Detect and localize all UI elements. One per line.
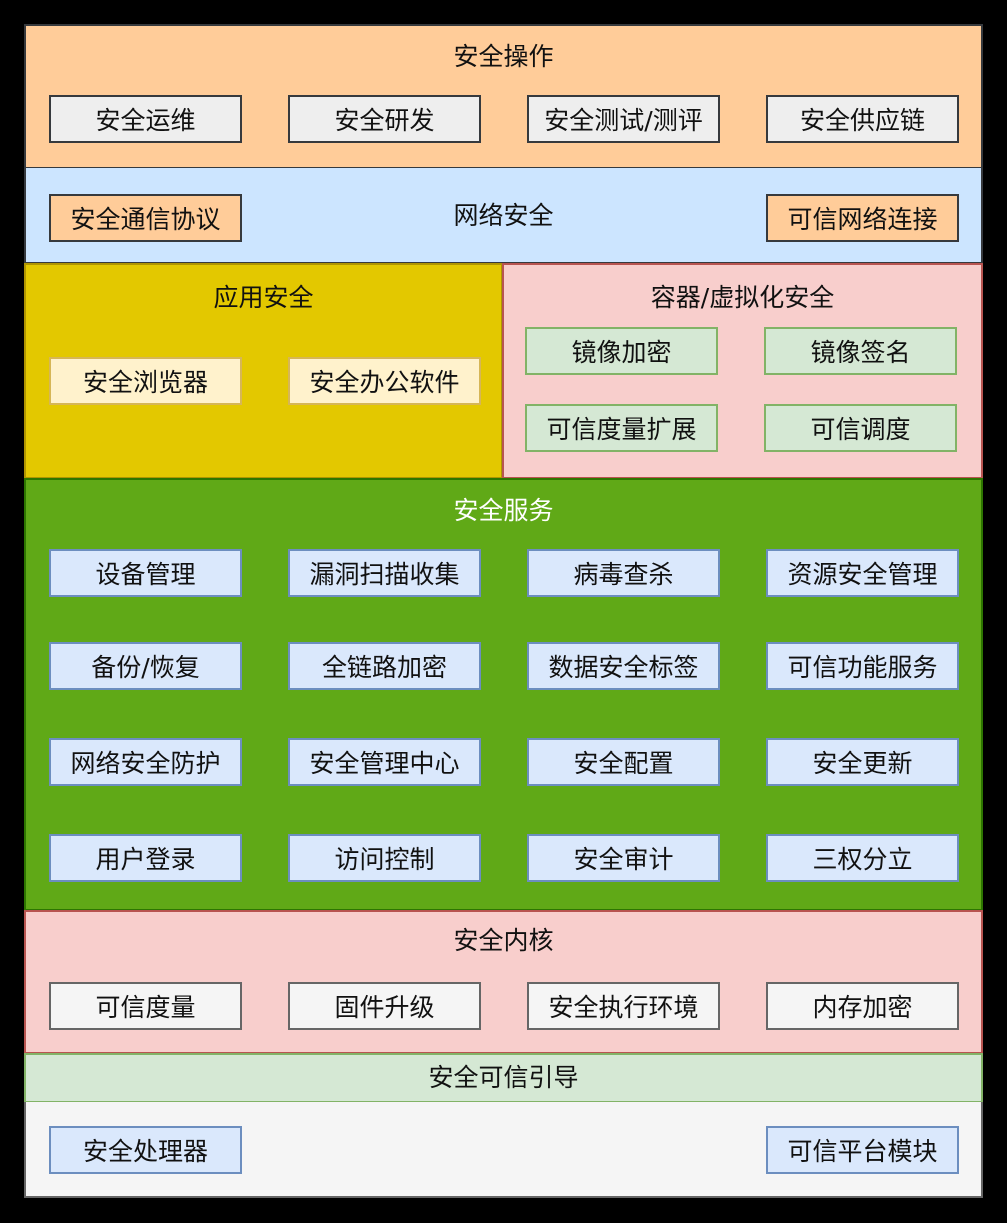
item-trusted-network-connect: 可信网络连接 — [766, 194, 959, 242]
item-antivirus: 病毒查杀 — [527, 549, 720, 597]
item-device-mgmt: 设备管理 — [49, 549, 242, 597]
item-user-login: 用户登录 — [49, 834, 242, 882]
item-backup-restore: 备份/恢复 — [49, 642, 242, 690]
item-image-encryption: 镜像加密 — [525, 327, 718, 375]
item-secure-comm-protocol: 安全通信协议 — [49, 194, 242, 242]
item-trusted-measure-ext: 可信度量扩展 — [525, 404, 718, 452]
item-memory-encryption: 内存加密 — [766, 982, 959, 1030]
layer-title: 网络安全 — [453, 201, 554, 230]
item-vuln-scan: 漏洞扫描收集 — [288, 549, 481, 597]
item-security-ops: 安全运维 — [49, 95, 242, 143]
item-tpm: 可信平台模块 — [766, 1126, 959, 1174]
layer-title: 应用安全 — [213, 283, 314, 312]
layer-container-security: 容器/虚拟化安全 镜像加密 镜像签名 可信度量扩展 可信调度 — [502, 263, 983, 479]
layer-secure-boot: 安全可信引导 — [24, 1053, 983, 1103]
item-firmware-upgrade: 固件升级 — [288, 982, 481, 1030]
item-secure-browser: 安全浏览器 — [49, 357, 242, 405]
item-network-protection: 网络安全防护 — [49, 738, 242, 786]
item-secure-processor: 安全处理器 — [49, 1126, 242, 1174]
item-mgmt-center: 安全管理中心 — [288, 738, 481, 786]
item-access-control: 访问控制 — [288, 834, 481, 882]
item-trusted-measurement: 可信度量 — [49, 982, 242, 1030]
item-e2e-encryption: 全链路加密 — [288, 642, 481, 690]
layer-title: 安全内核 — [453, 926, 554, 955]
layer-security-services: 安全服务 设备管理 漏洞扫描收集 病毒查杀 资源安全管理 备份/恢复 全链路加密… — [24, 478, 983, 911]
security-architecture-diagram: 安全操作 安全运维 安全研发 安全测试/测评 安全供应链 网络安全 安全通信协议… — [24, 24, 983, 1198]
layer-title: 容器/虚拟化安全 — [650, 283, 835, 312]
layer-security-operations: 安全操作 安全运维 安全研发 安全测试/测评 安全供应链 — [24, 24, 983, 169]
layer-title: 安全可信引导 — [428, 1063, 579, 1092]
item-tee: 安全执行环境 — [527, 982, 720, 1030]
item-security-rd: 安全研发 — [288, 95, 481, 143]
item-security-audit: 安全审计 — [527, 834, 720, 882]
item-security-config: 安全配置 — [527, 738, 720, 786]
item-image-signing: 镜像签名 — [764, 327, 957, 375]
layer-hardware: 安全处理器 可信平台模块 — [24, 1102, 983, 1198]
item-security-testing: 安全测试/测评 — [527, 95, 720, 143]
layer-application-security: 应用安全 安全浏览器 安全办公软件 — [24, 263, 503, 479]
layer-security-kernel: 安全内核 可信度量 固件升级 安全执行环境 内存加密 — [24, 910, 983, 1054]
item-separation-of-powers: 三权分立 — [766, 834, 959, 882]
item-supply-chain: 安全供应链 — [766, 95, 959, 143]
item-security-update: 安全更新 — [766, 738, 959, 786]
item-trusted-services: 可信功能服务 — [766, 642, 959, 690]
layer-network-security: 网络安全 安全通信协议 可信网络连接 — [24, 168, 983, 264]
item-data-labels: 数据安全标签 — [527, 642, 720, 690]
layer-title: 安全操作 — [453, 42, 554, 71]
item-trusted-scheduling: 可信调度 — [764, 404, 957, 452]
layer-title: 安全服务 — [453, 496, 554, 525]
item-resource-security: 资源安全管理 — [766, 549, 959, 597]
item-secure-office: 安全办公软件 — [288, 357, 481, 405]
